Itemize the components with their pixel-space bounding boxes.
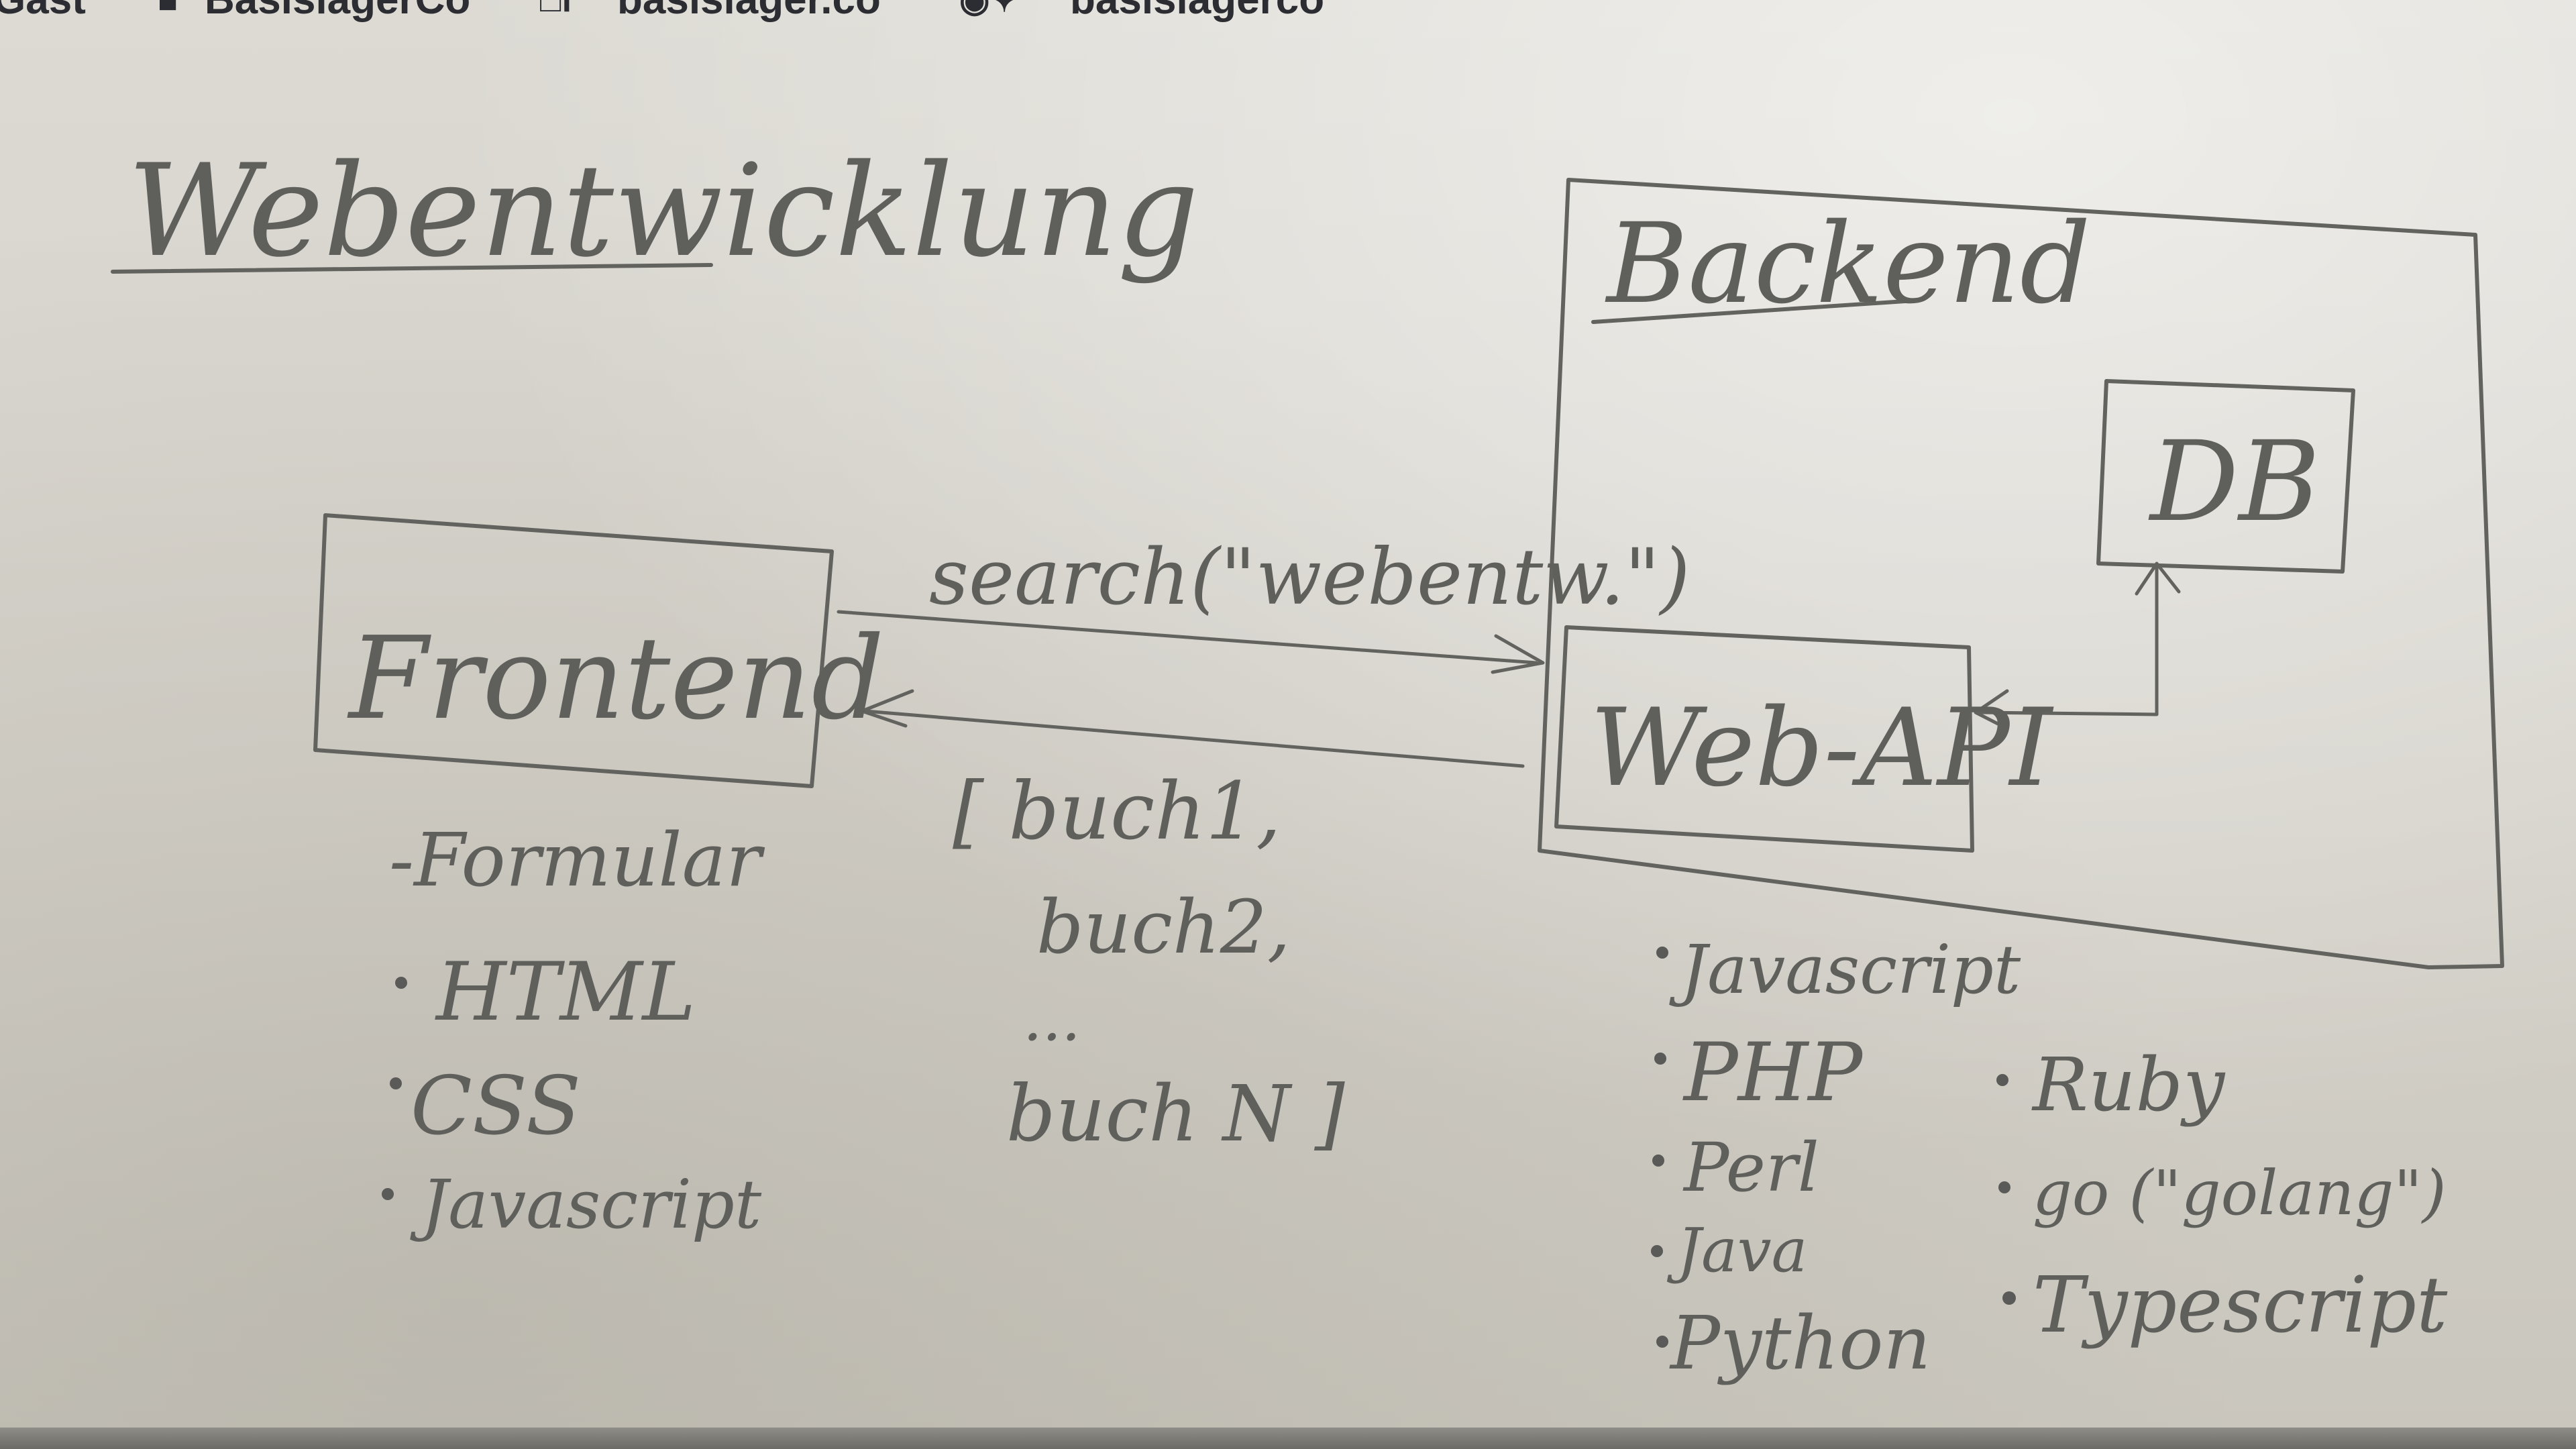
- banner-text-gast: Gast: [0, 0, 86, 23]
- lang-python: Python: [1669, 1300, 1931, 1386]
- banner-text-url: basislager.co: [617, 0, 881, 23]
- lang-go: go ("golang"): [2033, 1157, 2447, 1229]
- response-arrowhead: [860, 689, 914, 728]
- response-arrow: [863, 709, 1525, 768]
- request-arrowhead: [1491, 634, 1545, 674]
- frontend-item-javascript: Javascript: [410, 1165, 762, 1244]
- facebook-icon: □f: [540, 0, 573, 19]
- backend-label: Backend: [1605, 199, 2091, 328]
- frontend-item-css: CSS: [411, 1060, 581, 1153]
- backend-underline: [1591, 299, 1917, 324]
- backend-languages-col1: Javascript PHP Perl Java Python: [1651, 930, 2021, 1386]
- frontend-label: Frontend: [347, 612, 884, 745]
- lock-icon: ■: [158, 0, 178, 19]
- board-title: Webentwicklung: [127, 137, 1199, 285]
- web-api-box: [1554, 625, 1974, 853]
- response-line-4: buch N ]: [1006, 1069, 1345, 1159]
- lang-javascript: Javascript: [1669, 930, 2021, 1009]
- board-bottom-edge: [0, 1428, 2576, 1449]
- request-arrow: [837, 610, 1538, 665]
- banner-text-handle: basislagerco: [1070, 0, 1324, 23]
- backend-languages-col2: Ruby go ("golang") Typescript: [1996, 1042, 2448, 1350]
- frontend-item-formular: -Formular: [389, 817, 765, 903]
- backend-box: [1538, 178, 2504, 969]
- lang-typescript: Typescript: [2033, 1260, 2448, 1350]
- db-label: DB: [2148, 417, 2320, 546]
- banner-text-brand: BasislagerCo: [205, 0, 470, 23]
- web-api-label: Web-API: [1590, 685, 2054, 810]
- request-label: search("webentw."): [929, 533, 1690, 623]
- api-db-connector: [1977, 565, 2159, 716]
- instagram-twitter-icon: ◉✦: [959, 0, 1019, 19]
- db-arrowhead: [2135, 561, 2181, 596]
- lang-java: Java: [1666, 1216, 1807, 1286]
- api-arrowhead: [1974, 689, 2009, 730]
- lang-ruby: Ruby: [2031, 1042, 2226, 1128]
- db-box: [2096, 379, 2355, 574]
- frontend-list: HTML CSS Javascript: [382, 946, 762, 1244]
- title-underline: [111, 263, 713, 274]
- frontend-item-html: HTML: [435, 946, 696, 1039]
- response-line-1: [ buch1,: [953, 765, 1281, 857]
- response-line-3: ...: [1023, 984, 1081, 1055]
- sign-banner: Gast ■ BasislagerCo □f basislager.co ◉✦ …: [0, 0, 1476, 36]
- response-line-2: buch2,: [1036, 884, 1291, 970]
- lang-php: PHP: [1682, 1026, 1864, 1120]
- lang-perl: Perl: [1682, 1128, 1819, 1207]
- frontend-box: [313, 513, 834, 788]
